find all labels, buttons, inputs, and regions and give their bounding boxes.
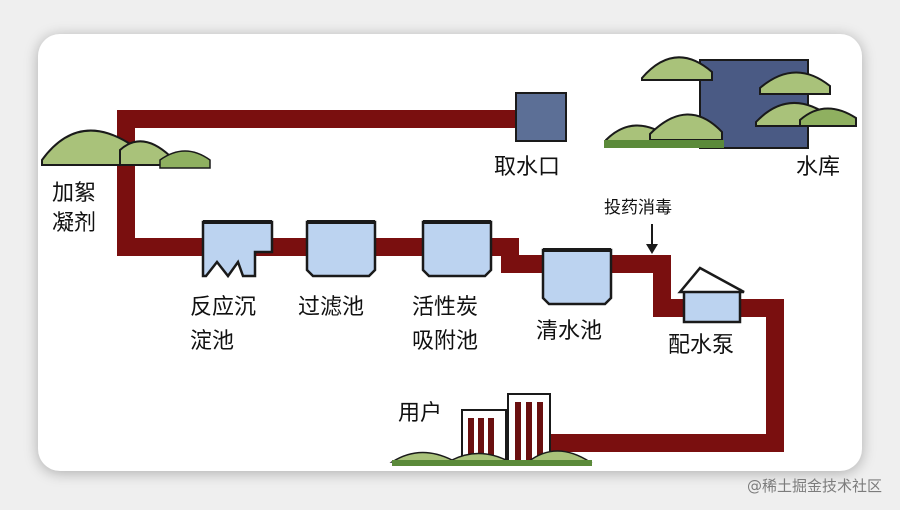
building-icon: [389, 393, 593, 466]
filter-tank: [305, 220, 377, 278]
carbon-label-line1: 活性炭: [412, 295, 478, 320]
carbon-tank: [421, 220, 493, 278]
pump-house: [677, 266, 745, 324]
sedimentation-label-line2: 淀池: [190, 329, 234, 354]
clear-water-tank: [541, 248, 613, 306]
pipe: [117, 110, 784, 452]
coagulant-label-line1: 加絮: [52, 181, 96, 206]
intake-label: 取水口: [494, 155, 560, 180]
reservoir-label: 水库: [796, 155, 840, 180]
intake-box: [515, 92, 567, 142]
reservoir: [604, 56, 857, 149]
tree-icon: [604, 56, 857, 148]
arrow-down-icon: [646, 224, 658, 254]
users-label: 用户: [398, 401, 442, 426]
carbon-label-line2: 吸附池: [412, 329, 478, 354]
coagulant-label-line2: 凝剂: [52, 211, 96, 236]
sedimentation-tank: [201, 220, 274, 279]
hill-icon: [41, 129, 211, 169]
clear-water-label: 清水池: [536, 319, 602, 344]
sedimentation-label-line1: 反应沉: [190, 295, 256, 320]
filter-label: 过滤池: [298, 295, 364, 320]
disinfection-label: 投药消毒: [604, 198, 672, 218]
pump-label: 配水泵: [668, 333, 734, 358]
watermark: @稀土掘金技术社区: [746, 477, 882, 495]
